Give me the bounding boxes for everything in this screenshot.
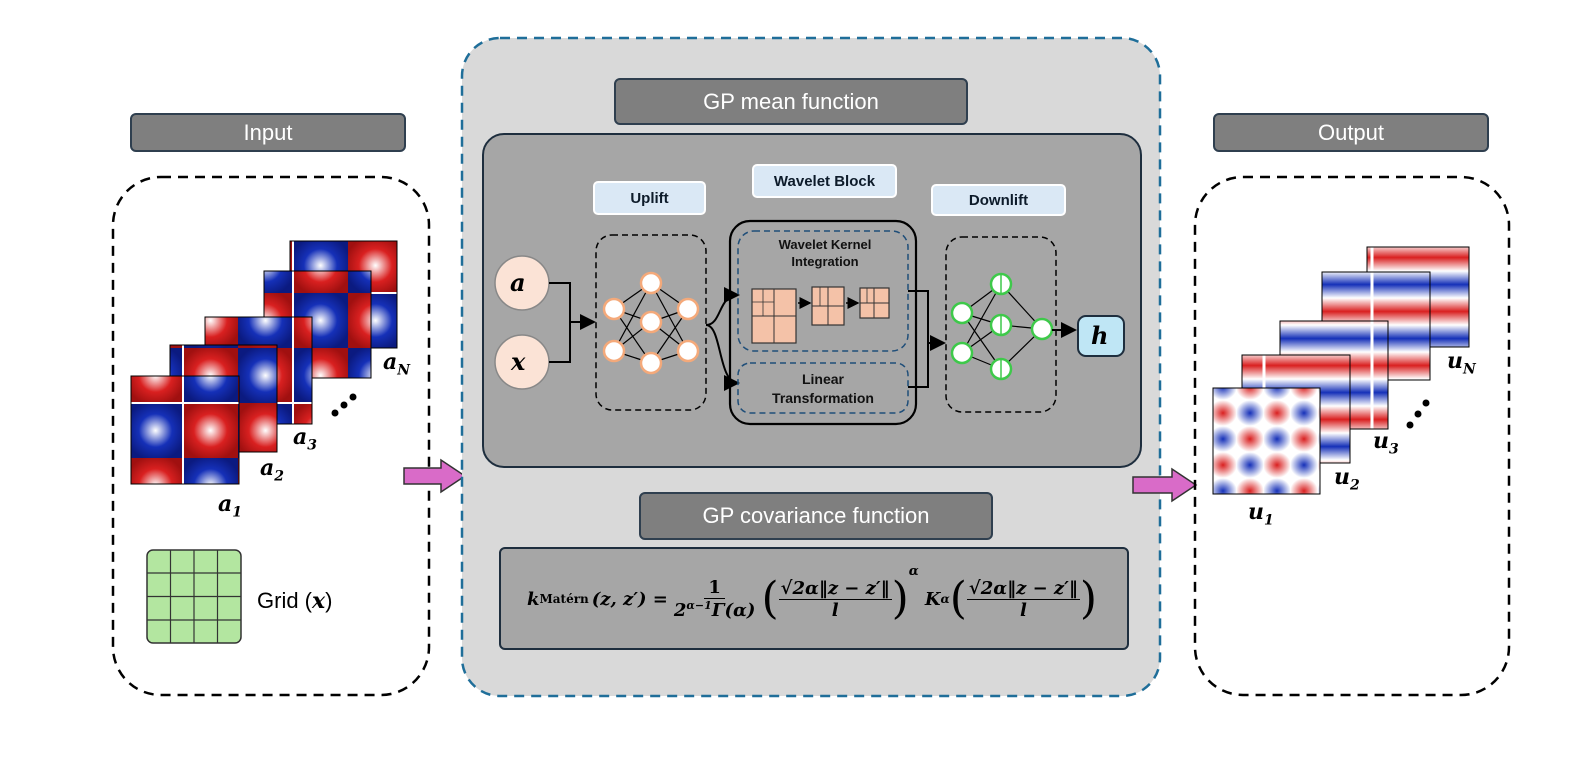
output-field-stack	[1212, 246, 1470, 495]
uplift-neuron	[676, 339, 700, 363]
label-u3: u3	[1373, 428, 1399, 458]
label-u2: u2	[1334, 464, 1360, 494]
label-a3: a3	[293, 424, 318, 454]
ellipsis-dot	[1422, 399, 1430, 407]
uplift-neuron	[639, 310, 663, 334]
input-dashed-box	[111, 175, 431, 697]
output-node-h	[1077, 315, 1125, 357]
downlift-box	[945, 236, 1057, 413]
uplift-neuron	[639, 271, 663, 295]
wavelet-block-label: Wavelet Block	[752, 164, 897, 198]
uplift-neuron	[602, 339, 626, 363]
field-a-1	[130, 375, 240, 485]
field-u-1	[1212, 387, 1321, 495]
downlift-neuron	[950, 301, 974, 325]
downlift-label: Downlift	[931, 184, 1066, 216]
label-a1: a1	[218, 491, 243, 521]
node-a-label: a	[510, 268, 526, 297]
arrow-input-to-model	[403, 458, 467, 494]
linear-transform-label: Linear Transformation	[772, 371, 874, 406]
label-uN: uN	[1447, 348, 1476, 378]
label-aN: aN	[383, 349, 411, 379]
uplift-neuron	[676, 297, 700, 321]
uplift-neuron	[639, 351, 663, 375]
label-a2: a2	[260, 455, 285, 485]
wavelet-kernel-box	[737, 230, 909, 352]
arrow-model-to-output	[1132, 467, 1198, 503]
ellipsis-dot	[1406, 421, 1414, 429]
ellipsis-dot	[340, 401, 348, 409]
input-field-stack	[130, 240, 398, 485]
uplift-label: Uplift	[593, 181, 706, 215]
grid-label: Grid (x)	[257, 588, 333, 614]
ellipsis-dot	[349, 393, 357, 401]
uplift-neuron	[602, 297, 626, 321]
input-header: Input	[130, 113, 406, 152]
mean-function-header: GP mean function	[614, 78, 968, 125]
wavelet-kernel-label: Wavelet Kernel Integration	[778, 237, 872, 269]
output-dashed-box	[1193, 175, 1511, 697]
linear-transform-box	[737, 362, 909, 414]
input-header-label: Input	[243, 119, 293, 145]
label-u1: u1	[1248, 499, 1274, 529]
node-h-label: h	[1091, 321, 1109, 350]
mean-function-network	[494, 219, 1125, 426]
wavelet-block-box	[728, 219, 918, 426]
downlift-neuron	[950, 341, 974, 365]
wavelet-decomposition-icon	[751, 286, 890, 344]
downlift-neuron	[1030, 317, 1054, 341]
node-x-label: x	[511, 347, 526, 376]
covariance-function-header: GP covariance function	[639, 492, 993, 540]
uplift-box	[595, 234, 707, 411]
grid-icon	[146, 549, 242, 644]
ellipsis-dot	[1414, 410, 1422, 418]
output-header: Output	[1213, 113, 1489, 152]
ellipsis-dot	[331, 409, 339, 417]
